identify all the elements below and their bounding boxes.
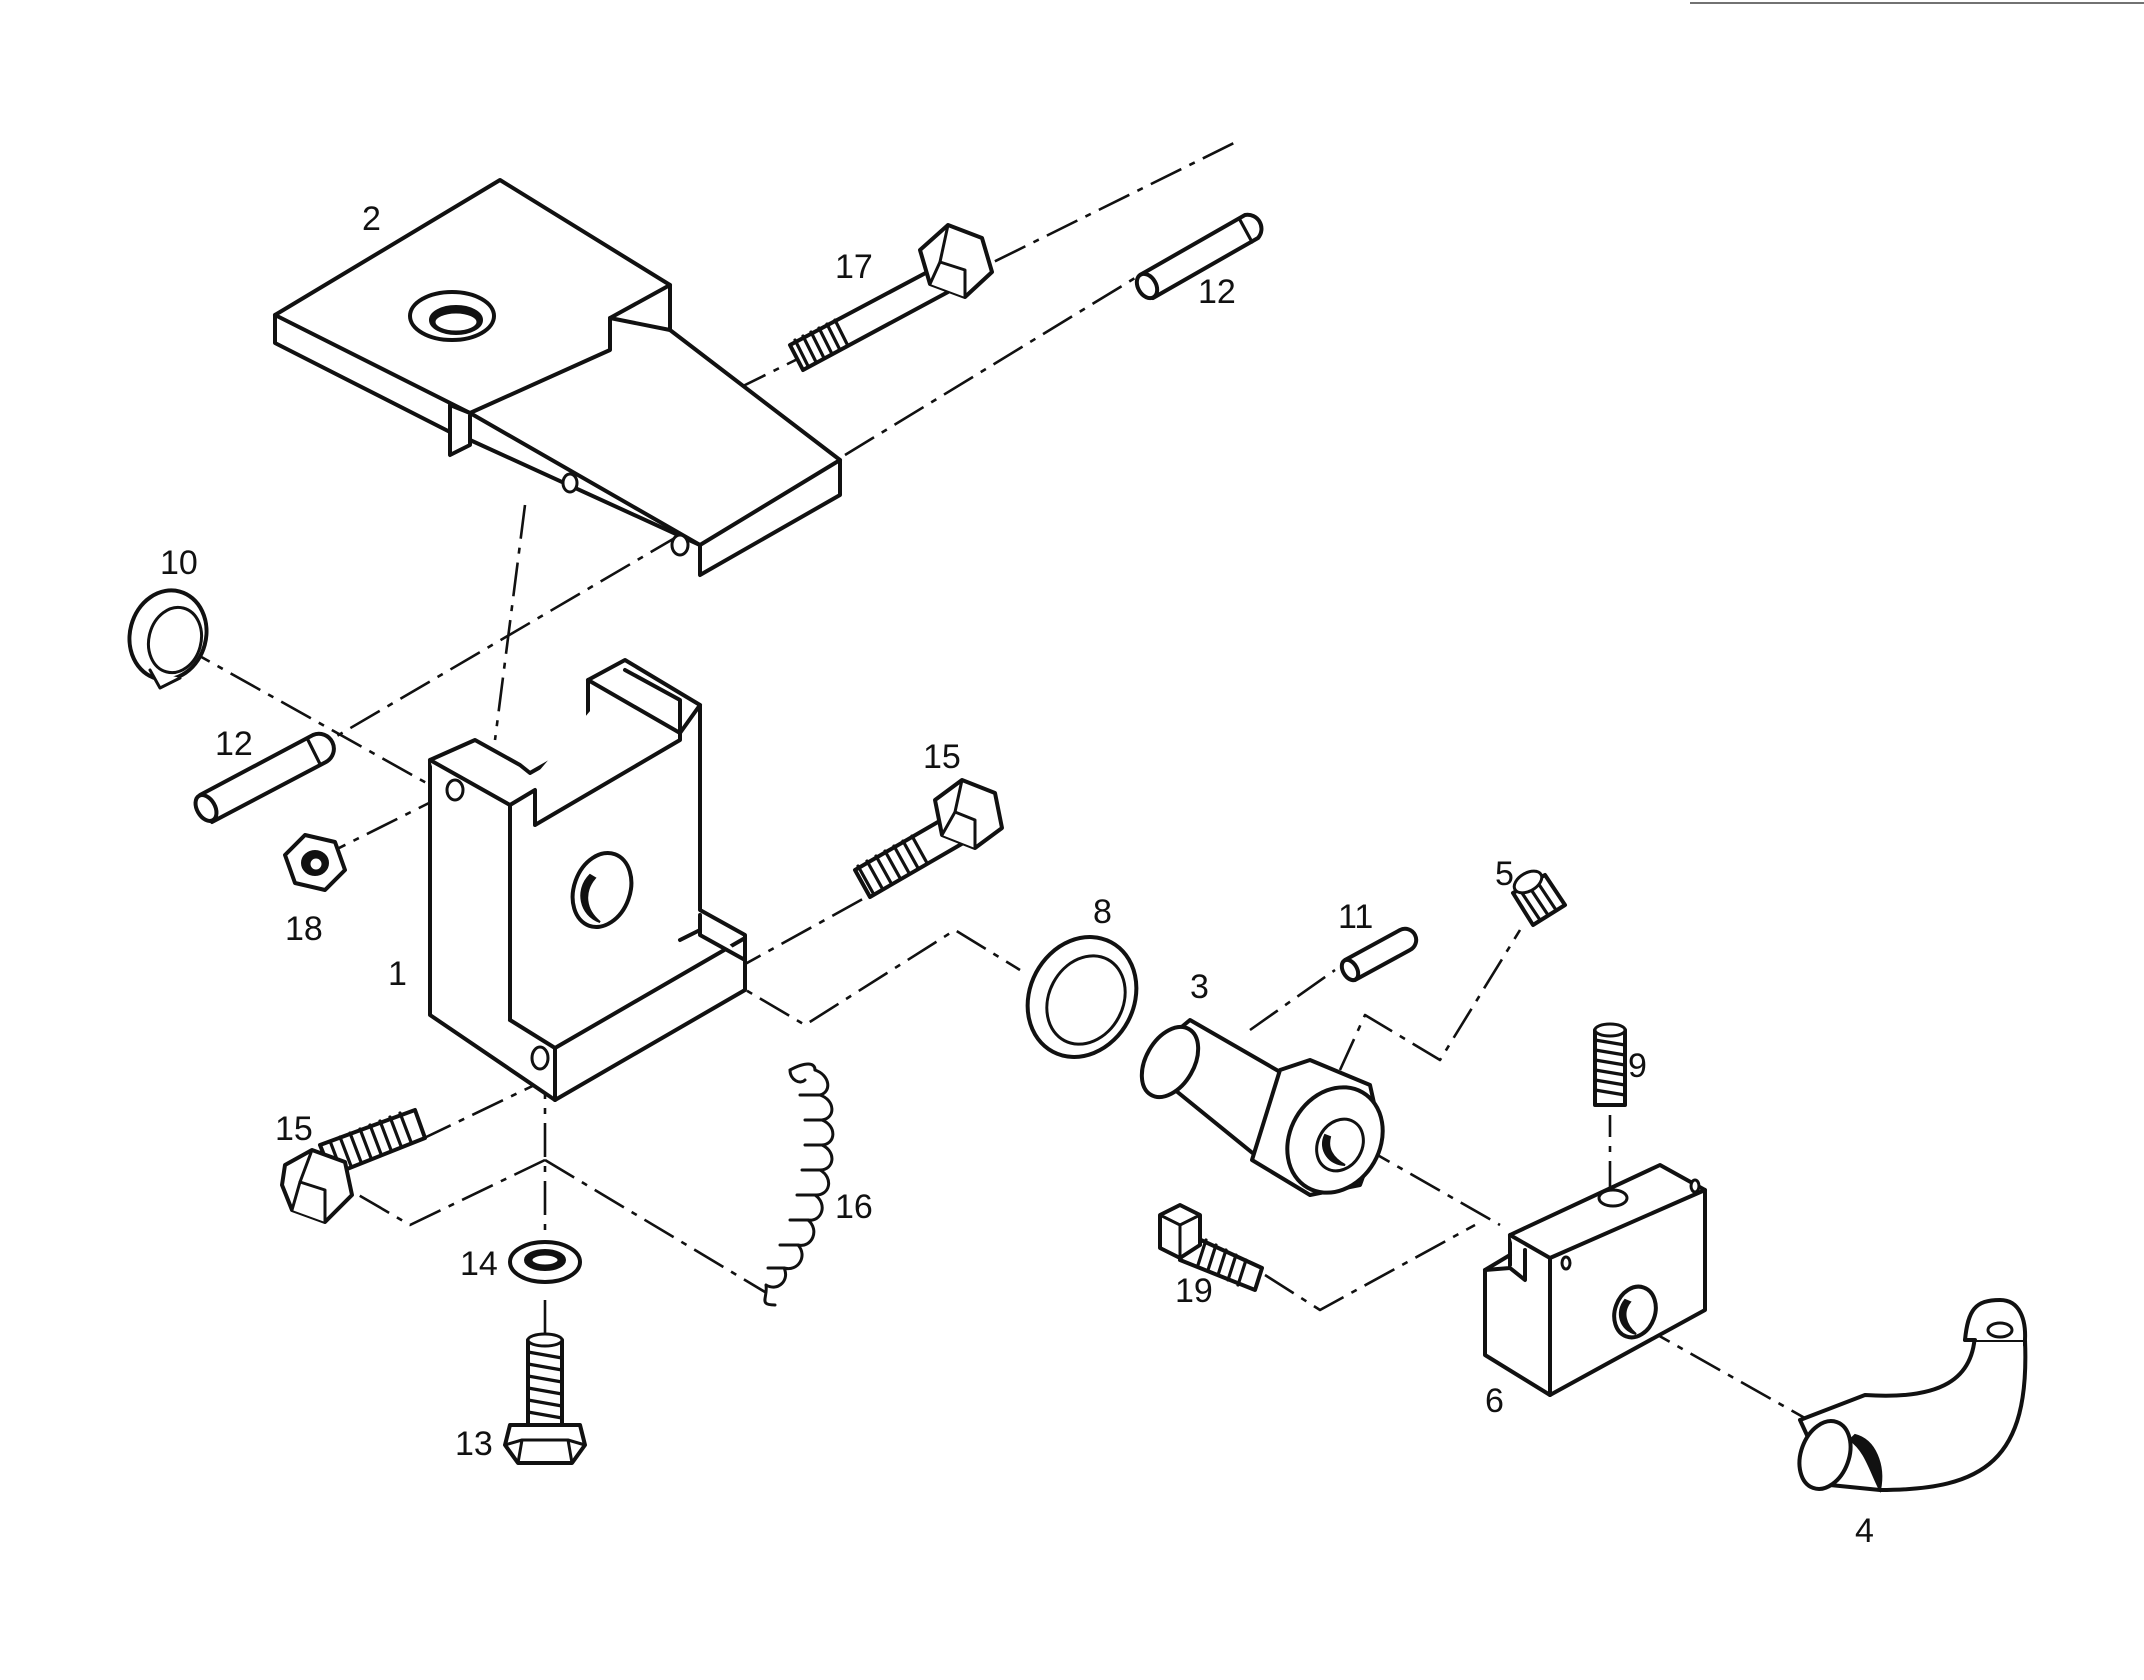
label-part-6: 6 [1485, 1382, 1504, 1420]
part-12-pin-top [1134, 212, 1264, 301]
label-part-14: 14 [460, 1245, 498, 1283]
part-16-spring [763, 1062, 835, 1307]
assembly-lines [179, 138, 1836, 1437]
part-3-stepped-shaft [1139, 1018, 1385, 1197]
part-4-l-handle [1797, 1298, 2028, 1494]
label-part-18: 18 [285, 910, 323, 948]
label-part-19: 19 [1175, 1272, 1213, 1310]
part-12-pin-left [193, 731, 336, 824]
part-1-bracket [428, 658, 747, 1102]
part-5-set-screw [1511, 869, 1567, 927]
part-9-set-screw [1593, 1022, 1627, 1107]
label-part-12-left: 12 [215, 725, 253, 763]
label-part-10: 10 [160, 544, 198, 582]
part-18-nut [283, 833, 347, 892]
label-part-9: 9 [1628, 1047, 1647, 1085]
part-11-small-pin [1339, 926, 1419, 983]
label-part-8: 8 [1093, 893, 1112, 931]
part-8-washer [1025, 935, 1139, 1059]
label-part-11: 11 [1338, 898, 1373, 936]
label-part-15-top: 15 [923, 738, 961, 776]
part-13-bolt [503, 1332, 587, 1465]
part-19-small-bolt [1158, 1203, 1264, 1292]
part-2-top-plate [273, 178, 842, 577]
label-part-4: 4 [1855, 1512, 1874, 1550]
part-10-retaining-ring [127, 588, 209, 690]
label-part-15-left: 15 [275, 1110, 313, 1148]
part-17-long-bolt [788, 223, 994, 372]
part-15-bolt-left [280, 1108, 427, 1224]
part-labels: 2 17 12 10 12 15 18 1 8 11 5 3 9 15 16 1… [160, 200, 1874, 1550]
label-part-17: 17 [835, 248, 873, 286]
part-6-block [1483, 1163, 1707, 1397]
part-14-washer [508, 1240, 582, 1284]
label-part-3: 3 [1190, 968, 1209, 1006]
label-part-5: 5 [1495, 855, 1514, 893]
label-part-2: 2 [362, 200, 381, 238]
label-part-13: 13 [455, 1425, 493, 1463]
part-15-bolt-top [853, 778, 1004, 899]
label-part-1: 1 [388, 955, 407, 993]
label-part-12-top: 12 [1198, 273, 1236, 311]
label-part-16: 16 [835, 1188, 873, 1226]
